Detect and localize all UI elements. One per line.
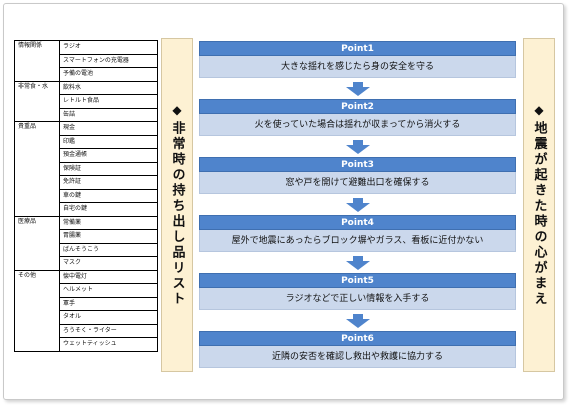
down-arrow-icon <box>345 82 370 96</box>
category-label: 医療品 <box>14 215 60 271</box>
item-label: ラジオ <box>59 40 158 55</box>
list-title: 非常時の持ち出し品リスト <box>169 121 185 307</box>
table-row: 非常食・水飲料水 <box>14 80 158 122</box>
point-text: ラジオなどで正しい情報を入手する <box>199 288 516 310</box>
item-label: 軍手 <box>59 296 158 311</box>
down-arrow-icon <box>345 256 370 270</box>
point-label: Point2 <box>199 99 516 114</box>
item-label: 常備薬 <box>59 215 158 230</box>
item-label: 保険証 <box>59 161 158 176</box>
point-label: Point6 <box>199 331 516 346</box>
list-title-panel: ◆ 非常時の持ち出し品リスト <box>161 38 193 372</box>
category-label: 貴重品 <box>14 121 60 217</box>
item-label: マスク <box>59 256 158 271</box>
item-label: 車の鍵 <box>59 188 158 203</box>
item-label: レトルト食品 <box>59 94 158 109</box>
point-text: 大きな揺れを感じたら身の安全を守る <box>199 56 516 78</box>
table-row: 軍手 <box>15 296 158 311</box>
point-label: Point4 <box>199 215 516 230</box>
table-row: 貴重品現金 <box>14 121 158 217</box>
earthquake-title: 地震が起きた時の心がまえ <box>531 121 547 307</box>
table-row: ばんそうこう <box>15 242 158 257</box>
point-text: 屋外で地震にあったらブロック塀やガラス、看板に近付かない <box>199 230 516 252</box>
table-row: ヘルメット <box>15 283 158 298</box>
item-label: ヘルメット <box>59 283 158 298</box>
emergency-items-table: 情報関係ラジオスマートフォンの充電器予備の電池非常食・水飲料水レトルト食品缶詰貴… <box>14 40 158 352</box>
point-label: Point5 <box>199 273 516 288</box>
item-label: 免許証 <box>59 175 158 190</box>
earthquake-title-panel: ◆ 地震が起きた時の心がまえ <box>523 38 555 372</box>
table-row: ウェットティッシュ <box>15 337 158 352</box>
item-label: 缶詰 <box>59 107 158 122</box>
item-label: 懐中電灯 <box>59 269 158 284</box>
point-text: 火を使っていた場合は揺れが収まってから消火する <box>199 114 516 136</box>
table-row: その他懐中電灯 <box>14 269 158 352</box>
table-row: タオル <box>15 310 158 325</box>
item-label: 預金通帳 <box>59 148 158 163</box>
table-row: 情報関係ラジオ <box>14 40 158 82</box>
item-label: スマートフォンの充電器 <box>59 53 158 68</box>
item-label: 予備の電池 <box>59 67 158 82</box>
table-row: マスク <box>15 256 158 271</box>
down-arrow-icon <box>345 314 370 328</box>
point-label: Point3 <box>199 157 516 172</box>
diamond-icon: ◆ <box>534 103 544 117</box>
item-label: 胃腸薬 <box>59 229 158 244</box>
table-row: ろうそく・ライター <box>15 323 158 338</box>
category-label: 非常食・水 <box>14 80 60 122</box>
category-label: 情報関係 <box>14 40 60 82</box>
down-arrow-icon <box>345 140 370 154</box>
item-label: ろうそく・ライター <box>59 323 158 338</box>
item-label: 現金 <box>59 121 158 136</box>
point-text: 窓や戸を開けて避難出口を確保する <box>199 172 516 194</box>
item-label: タオル <box>59 310 158 325</box>
item-label: 飲料水 <box>59 80 158 95</box>
item-label: 自宅の鍵 <box>59 202 158 217</box>
point-text: 近隣の安否を確認し救出や救護に協力する <box>199 346 516 368</box>
down-arrow-icon <box>345 198 370 212</box>
category-label: その他 <box>14 269 60 352</box>
item-label: 印鑑 <box>59 134 158 149</box>
item-label: ウェットティッシュ <box>59 337 158 352</box>
point-label: Point1 <box>199 41 516 56</box>
diamond-icon: ◆ <box>172 103 182 117</box>
item-label: ばんそうこう <box>59 242 158 257</box>
table-row: 医療品常備薬 <box>14 215 158 271</box>
